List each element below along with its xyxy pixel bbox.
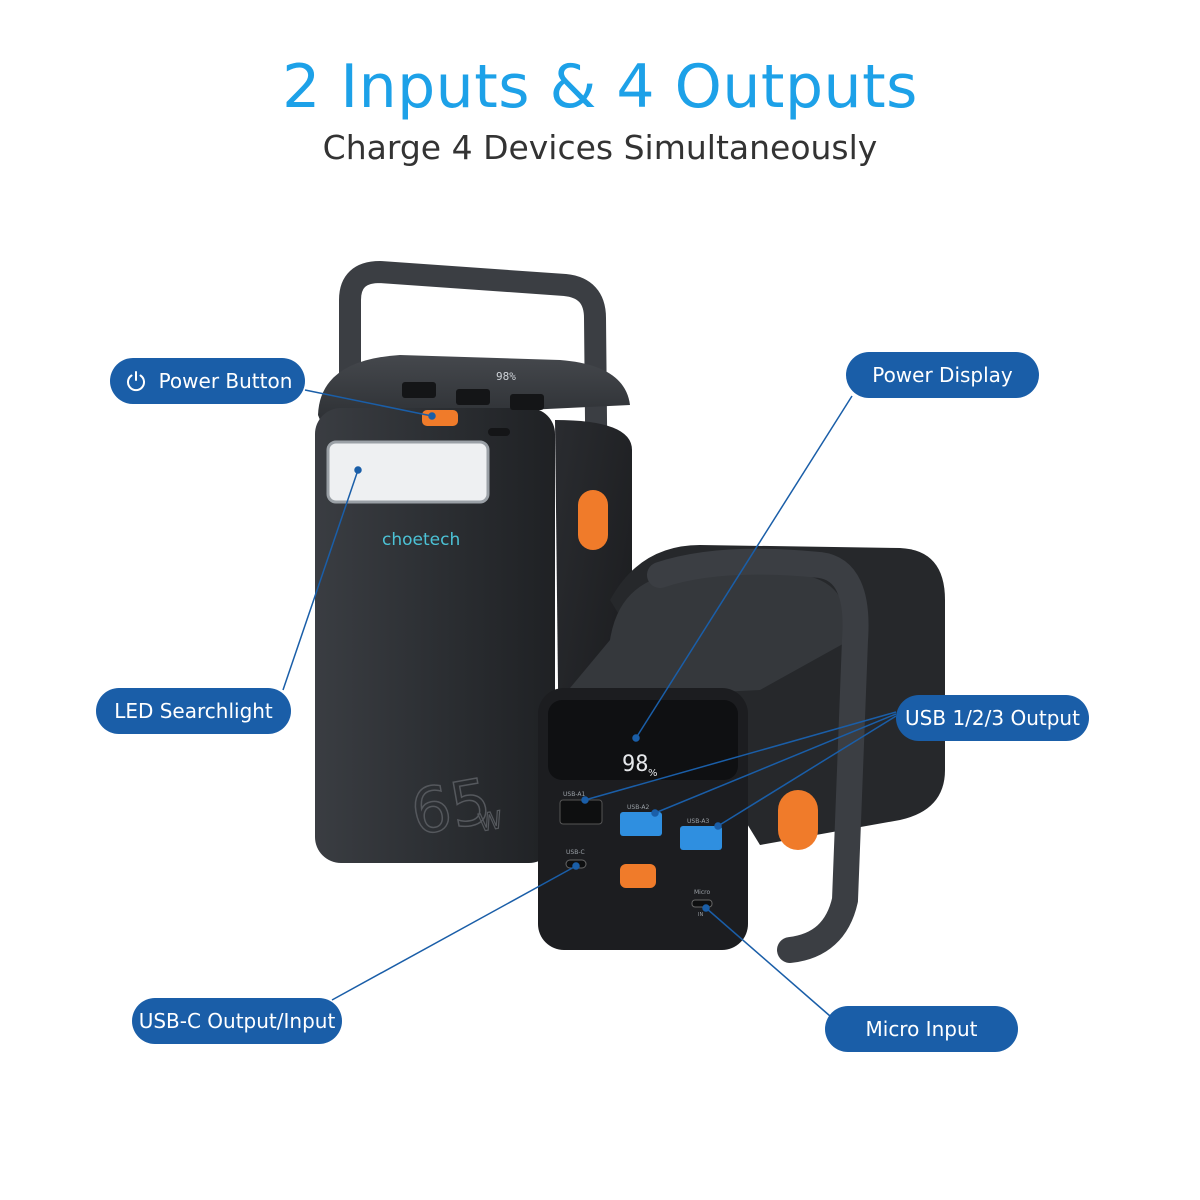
top-panel: [318, 355, 630, 420]
top-usb-port: [456, 389, 490, 405]
leader-usb-a3: [717, 715, 897, 827]
leader-usb-a1: [584, 711, 897, 801]
callout-power-button-text: Power Button: [158, 369, 293, 393]
usb-a2-port: [620, 812, 662, 836]
callout-usb-123-output: USB 1/2/3 Output: [896, 695, 1089, 741]
power-button-orange: [422, 410, 458, 426]
callout-power-display: Power Display: [846, 352, 1039, 398]
leader-led-searchlight: [282, 469, 359, 691]
led-searchlight-panel: [326, 440, 490, 504]
port-label-usb-a3: USB-A3: [687, 818, 709, 825]
handle-knob: [578, 490, 608, 550]
leader-usb-c: [331, 865, 577, 1001]
port-label-usb-a1: USB-A1: [563, 791, 585, 798]
leader-dot: [428, 412, 436, 420]
display-window: [548, 700, 738, 780]
usb-a3-port: [680, 826, 722, 850]
display-unit: %: [648, 768, 658, 779]
callout-usb-123-output-text: USB 1/2/3 Output: [905, 706, 1080, 730]
page-title: 2 Inputs & 4 Outputs: [282, 52, 918, 122]
leader-dot: [354, 466, 362, 474]
strap-knob: [778, 790, 818, 850]
power-bank-port-view: 98 % USB-A1 USB-A2 USB-A3 USB-C Micro IN: [538, 545, 945, 963]
power-bank-front-view: 98% choetech 65 W: [315, 260, 632, 863]
leader-dot: [632, 734, 640, 742]
callout-power-display-text: Power Display: [872, 363, 1013, 387]
callout-micro-input-text: Micro Input: [865, 1017, 978, 1041]
upper-surface: [560, 572, 850, 700]
callout-micro-input: Micro Input: [825, 1006, 1018, 1052]
brand-logo: choetech: [382, 530, 460, 550]
usb-a1-port: [559, 799, 603, 825]
leader-dot: [714, 822, 722, 830]
port-label-usb-c: USB-C: [566, 849, 585, 856]
leader-power-button: [304, 389, 433, 417]
leader-dot: [651, 809, 659, 817]
wattage-unit-mark: W: [476, 806, 504, 838]
callout-usb-c-output-input-text: USB-C Output/Input: [138, 1009, 336, 1033]
page-subtitle: Charge 4 Devices Simultaneously: [322, 128, 878, 167]
port-label-in: IN: [698, 912, 703, 918]
carry-strap: [647, 548, 869, 963]
power-icon: [126, 371, 145, 392]
callout-power-button: Power Button: [110, 358, 305, 404]
display-reading: 98: [622, 752, 649, 777]
leader-micro: [705, 907, 831, 1017]
carry-handle: [339, 260, 608, 531]
port-label-micro: Micro: [694, 889, 710, 896]
callout-led-searchlight-text: LED Searchlight: [114, 699, 273, 723]
top-usb-port: [402, 382, 436, 398]
callout-usb-c-output-input: USB-C Output/Input: [132, 998, 342, 1044]
leader-dot: [572, 862, 580, 870]
leader-dot: [581, 796, 589, 804]
callout-led-searchlight: LED Searchlight: [96, 688, 291, 734]
top-usb-c-port: [488, 428, 510, 436]
leader-power-display: [635, 395, 853, 739]
leader-dot: [702, 904, 710, 912]
port-label-usb-a2: USB-A2: [627, 804, 649, 811]
wattage-mark: 65: [406, 764, 496, 850]
top-display-text: 98%: [496, 370, 516, 383]
power-button-front: [620, 864, 656, 888]
leader-lines: [282, 389, 897, 1017]
top-usb-port: [510, 394, 544, 410]
leader-usb-a2: [654, 713, 897, 814]
front-body: [315, 408, 555, 863]
